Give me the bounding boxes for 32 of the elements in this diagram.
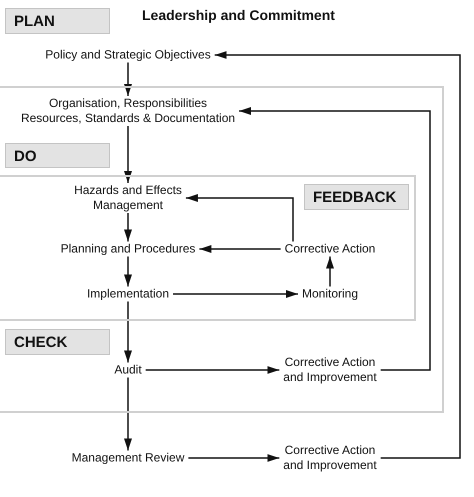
arrow: [173, 290, 298, 298]
phase-header: CHECK: [5, 329, 110, 355]
arrow: [124, 126, 132, 183]
arrow: [146, 366, 280, 374]
arrow: [124, 378, 132, 450]
step-label: Corrective Action and Improvement: [274, 443, 386, 473]
section-panel: [0, 86, 444, 413]
step-label: Implementation: [86, 286, 170, 302]
phase-header: FEEDBACK: [304, 184, 409, 210]
step-label: Planning and Procedures: [60, 242, 196, 256]
step-label: Corrective Action and Improvement: [274, 355, 386, 385]
phase-header: DO: [5, 143, 110, 168]
arrow: [239, 107, 431, 371]
arrow: [188, 454, 280, 462]
diagram-title: Leadership and Commitment: [142, 7, 335, 23]
arrow: [199, 245, 281, 253]
phase-header: PLAN: [5, 8, 110, 34]
step-label: Audit: [113, 362, 143, 378]
step-label: Corrective Action: [284, 242, 376, 256]
step-label: Policy and Strategic Objectives: [44, 48, 212, 62]
step-label: Management Review: [70, 450, 186, 466]
arrow: [186, 194, 294, 242]
step-label: Monitoring: [300, 286, 360, 302]
step-label: Hazards and Effects Management: [67, 183, 189, 213]
arrow: [124, 256, 132, 286]
arrow: [214, 51, 461, 459]
section-panel: [0, 175, 416, 321]
step-label: Organisation, Responsibilities Resources, Standards & Documentation: [18, 96, 238, 126]
arrow: [124, 62, 132, 96]
arrow: [124, 213, 132, 242]
arrow: [326, 256, 334, 286]
arrow: [124, 302, 132, 362]
